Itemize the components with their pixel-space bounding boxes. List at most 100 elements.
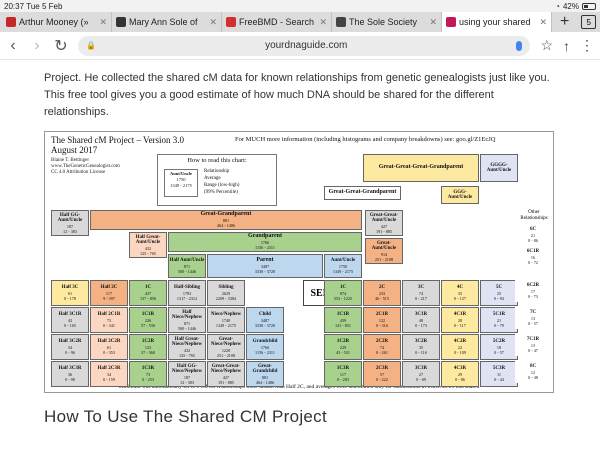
- relationship-name: GGG-Aunt/Uncle: [447, 189, 473, 201]
- relationship-range: 191 - 885: [375, 228, 393, 234]
- relationship-name: 5C: [495, 285, 503, 291]
- relationship-name: 1C3R: [336, 366, 350, 372]
- relationship-range: 0 - 253: [142, 376, 154, 382]
- relationship-range: 0 - 94: [494, 295, 504, 301]
- relationship-range: 0 - 79: [494, 322, 504, 328]
- relationship-average: 3487: [260, 317, 270, 323]
- relationship-range: 0 - 316: [376, 322, 388, 328]
- forward-button[interactable]: ›: [34, 36, 40, 54]
- tab-title: FreeBMD - Search: [239, 17, 315, 27]
- relationship-range: 0 - 96: [65, 349, 75, 355]
- relationship-average: 34: [106, 371, 112, 377]
- relationship-name: 2C1R: [375, 312, 389, 318]
- close-tab-icon[interactable]: ✕: [99, 16, 107, 27]
- lock-icon: 🔒: [86, 41, 96, 50]
- close-tab-icon[interactable]: ✕: [539, 16, 547, 27]
- tab-freebmd[interactable]: FreeBMD - Search ✕: [222, 12, 332, 32]
- relationship-average: 61: [67, 290, 73, 296]
- relationship-average: 21: [496, 317, 502, 323]
- relationship-range: 12 - 383: [63, 228, 77, 234]
- relationship-average: 18: [496, 344, 502, 350]
- other-relationship-avg: 21: [530, 232, 536, 238]
- relationship-name: Half 3C1R: [58, 312, 82, 318]
- new-tab-button[interactable]: +: [559, 13, 570, 30]
- relationship-name: 4C3R: [453, 366, 467, 372]
- legend-label-relationship: Relationship: [204, 169, 230, 174]
- relationship-range: 553 - 1225: [333, 295, 353, 301]
- other-relationship-name: 6C2R: [526, 283, 540, 289]
- back-button[interactable]: ‹: [10, 36, 16, 54]
- relationship-range: 0 - 116: [415, 349, 427, 355]
- relationship-name: 4C1R: [453, 312, 467, 318]
- relationship-range: 0 - 44: [494, 376, 504, 382]
- chart-license: CC 4.0 Attribution License: [51, 170, 106, 175]
- relationship-name: 3C1R: [414, 312, 428, 318]
- relationship-name: Half 2C1R: [97, 312, 121, 318]
- relationship-range: 500 - 1446: [177, 325, 197, 331]
- relationship-name: Half Aunt/Uncle: [169, 258, 205, 264]
- legend-label-average: Average: [204, 176, 221, 181]
- close-tab-icon[interactable]: ✕: [209, 16, 217, 27]
- relationship-range: 1349 - 2175: [215, 322, 237, 328]
- relationship-average: 27: [418, 371, 424, 377]
- relationship-range: 0 - 159: [103, 376, 115, 382]
- microphone-icon[interactable]: [516, 40, 523, 51]
- other-relationship-range: 0 - 47: [528, 347, 538, 353]
- bookmark-star-icon[interactable]: ☆: [540, 37, 553, 53]
- relationship-average: 2629: [221, 290, 231, 296]
- tab-title: Mary Ann Sole of: [129, 17, 198, 27]
- tab-sole-society[interactable]: The Sole Society ✕: [332, 12, 442, 32]
- tab-mary-ann-sole[interactable]: Mary Ann Sole of ✕: [112, 12, 222, 32]
- share-icon[interactable]: ↑: [563, 37, 570, 54]
- relationship-name: Great-Great-Grandparent: [328, 189, 397, 196]
- relationship-name: Half 3C: [61, 285, 79, 291]
- close-tab-icon[interactable]: ✕: [429, 16, 437, 27]
- relationship-average: 48: [418, 317, 424, 323]
- relationship-name: Half 3C2R: [58, 339, 82, 345]
- tab-count-button[interactable]: 5: [581, 15, 596, 29]
- relationship-range: 1156 - 2311: [255, 349, 275, 355]
- relationship-range: 1156 - 2311: [255, 244, 275, 250]
- chart-author-site: www.TheGeneticGenealogist.com: [51, 164, 120, 169]
- chart-author: Blaine T. Bettinger: [51, 158, 90, 163]
- relationship-average: 226: [144, 317, 152, 323]
- more-menu-icon[interactable]: ⋮: [580, 37, 594, 53]
- relationship-name: Great-Grandparent: [200, 211, 252, 218]
- relationship-range: 125 - 765: [139, 250, 157, 256]
- relationship-name: Aunt/Uncle: [330, 258, 356, 264]
- legend-label-percentile: (99% Percentile): [204, 190, 238, 195]
- chart-title: The Shared cM Project – Version 3.0 Augu…: [51, 135, 184, 155]
- address-bar[interactable]: 🔒 yourdnaguide.com: [78, 35, 531, 56]
- relationship-average: 61: [106, 344, 112, 350]
- close-tab-icon[interactable]: ✕: [319, 16, 327, 27]
- relationship-name: Niece/Nephew: [210, 312, 242, 318]
- relationship-range: 0 - 178: [64, 295, 76, 301]
- relationship-name: 5C3R: [492, 366, 506, 372]
- relationship-range: 251 - 2108: [216, 352, 236, 358]
- relationship-name: 2C: [378, 285, 386, 291]
- favicon-icon: [226, 17, 236, 27]
- tab-arthur-mooney[interactable]: Arthur Mooney (» ✕: [2, 12, 112, 32]
- tab-using-your-shared[interactable]: using your shared ✕: [442, 12, 552, 32]
- relationship-average: 123: [144, 344, 152, 350]
- other-relationship-range: 0 - 72: [528, 259, 538, 265]
- relationship-range: 12 - 383: [180, 379, 194, 385]
- reload-button[interactable]: ↻: [54, 37, 68, 55]
- relationship-name: Grandparent: [248, 233, 282, 240]
- relationship-range: 0 - 341: [103, 322, 115, 328]
- relationship-average: 73: [145, 371, 151, 377]
